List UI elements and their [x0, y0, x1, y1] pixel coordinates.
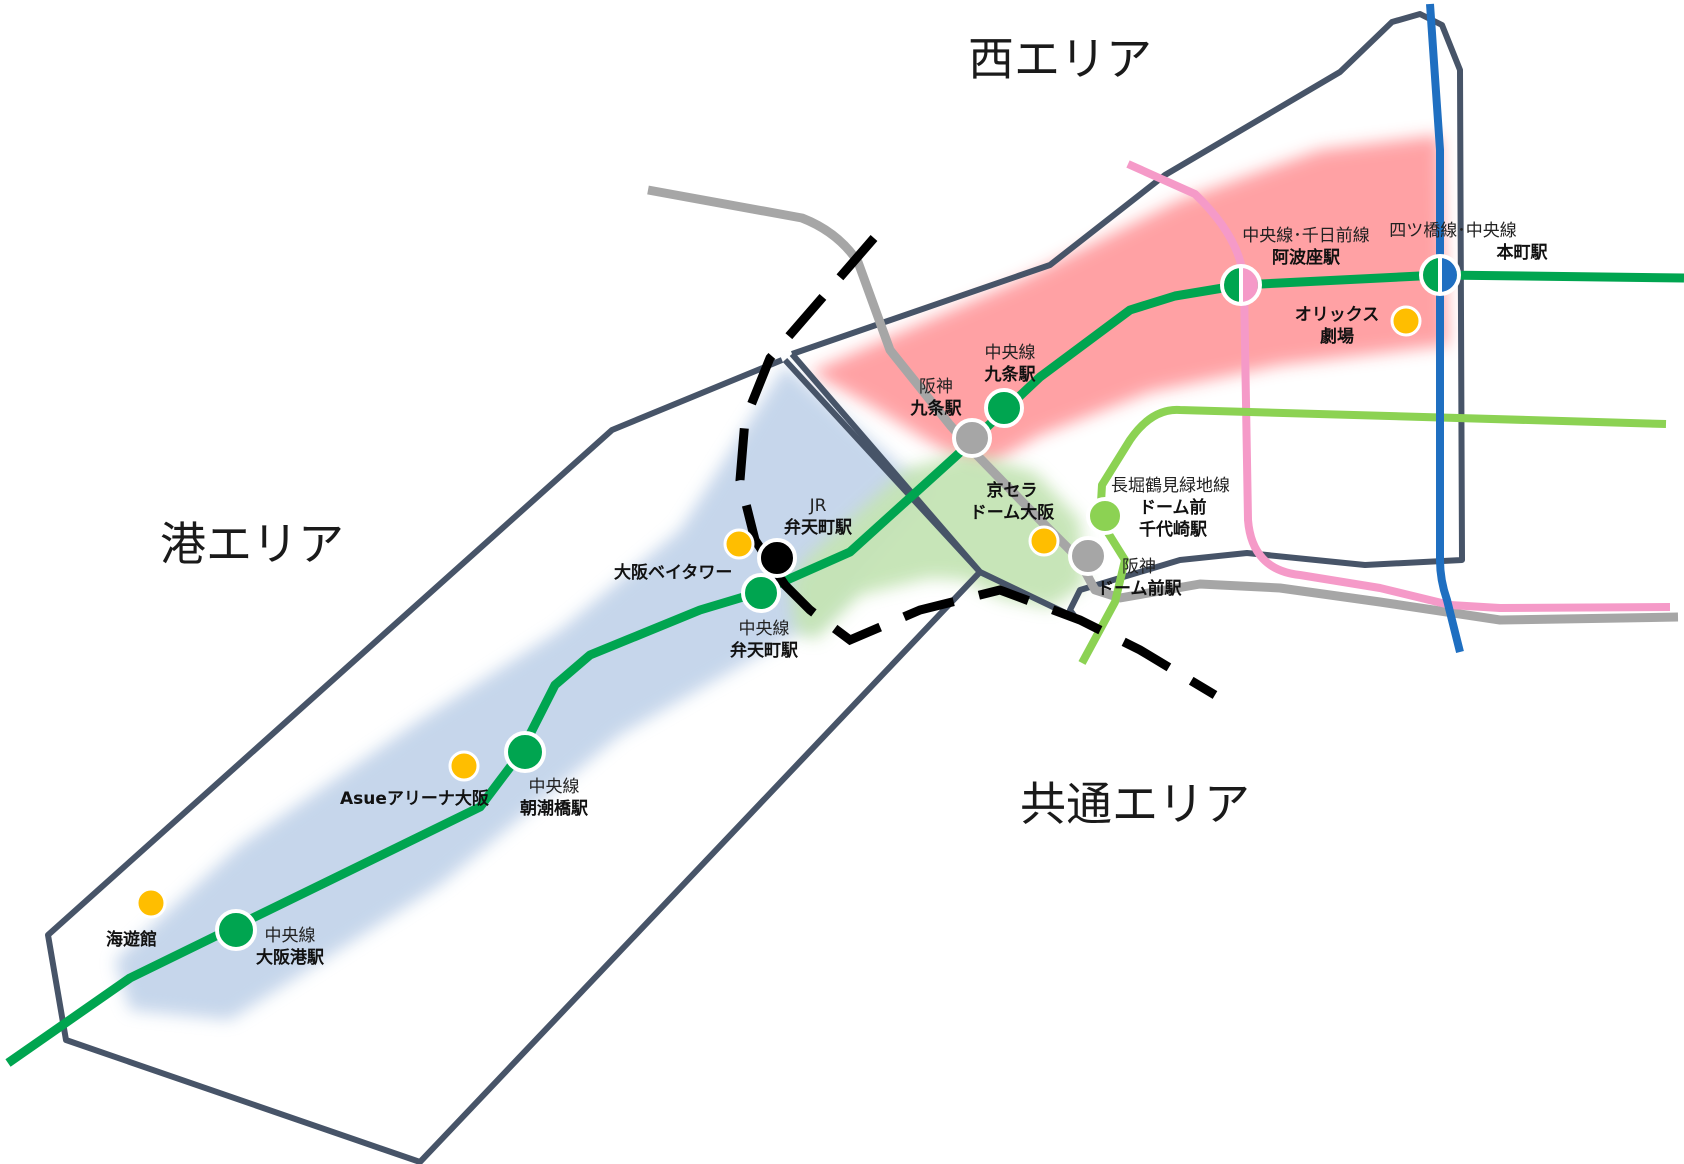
asashiobashi-name-label: 朝潮橋駅: [520, 798, 589, 819]
bentencho-chuo-name-label: 弁天町駅: [730, 640, 799, 661]
kaiyukan-spot-marker: [135, 887, 167, 919]
awaza-station-marker: [1220, 264, 1262, 306]
osakako-line-label: 中央線: [265, 926, 316, 946]
kujo-hanshin-station-marker: [952, 418, 992, 458]
bentencho-chuo-line-label: 中央線: [739, 619, 790, 639]
orix-theater-label-1: オリックス: [1295, 305, 1380, 325]
port-area-label: 港エリア: [160, 517, 344, 571]
asashiobashi-line-label: 中央線: [529, 777, 580, 797]
orix-theater-spot-marker: [1390, 305, 1422, 337]
dome-chiyozaki-station-marker: [1086, 497, 1124, 535]
dome-hanshin-line-label: 阪神: [1122, 557, 1156, 577]
bentencho-jr-line-label: JR: [809, 496, 827, 516]
asue-arena-spot-marker: [448, 750, 480, 782]
baytower-spot-marker: [723, 528, 755, 560]
asashiobashi-station-marker: [504, 731, 546, 773]
baytower-label: 大阪ベイタワー: [614, 562, 732, 583]
west-area-zone: [810, 135, 1448, 470]
bentencho-jr-name-label: 弁天町駅: [784, 517, 853, 538]
yotsubashi-line: [1426, 3, 1464, 653]
common-area-label: 共通エリア: [1020, 777, 1250, 831]
asue-arena-label: Asueアリーナ大阪: [340, 788, 489, 809]
motomachi-station-marker: [1419, 254, 1461, 296]
chuo-line: [5, 270, 1684, 1067]
awaza-line-label: 中央線･千日前線: [1242, 226, 1370, 246]
kujo-chuo-station-marker: [984, 388, 1024, 428]
kyocera-dome-label-2: ドーム大阪: [970, 502, 1055, 523]
osakako-name-label: 大阪港駅: [256, 947, 325, 968]
osakako-station-marker: [215, 909, 257, 951]
dome-hanshin-station-marker: [1068, 536, 1108, 576]
kujo-hanshin-line-label: 阪神: [919, 377, 953, 397]
bentencho-chuo-station-marker: [741, 573, 781, 613]
kyocera-dome-spot-marker: [1028, 525, 1060, 557]
orix-theater-label-2: 劇場: [1320, 326, 1354, 347]
sennichimae-line: [1126, 160, 1671, 612]
kujo-hanshin-name-label: 九条駅: [910, 398, 963, 419]
bentencho-jr-station-marker: [757, 538, 797, 578]
kyocera-dome-label-1: 京セラ: [987, 480, 1038, 501]
dome-hanshin-name-label: ドーム前駅: [1097, 578, 1182, 599]
awaza-name-label: 阿波座駅: [1272, 247, 1341, 268]
west-area-label: 西エリア: [968, 32, 1152, 86]
dome-chiyozaki-name2-label: 千代崎駅: [1139, 519, 1208, 540]
port-area-zone: [115, 365, 935, 1020]
kujo-chuo-line-label: 中央線: [985, 343, 1036, 363]
jr-boundary-dashed-line: [735, 235, 1218, 699]
motomachi-name-label: 本町駅: [1497, 242, 1549, 263]
dome-chiyozaki-name1-label: ドーム前: [1139, 497, 1207, 518]
dome-chiyozaki-line-label: 長堀鶴見緑地線: [1111, 476, 1230, 496]
kaiyukan-label: 海遊館: [106, 929, 157, 950]
kujo-chuo-name-label: 九条駅: [984, 364, 1037, 385]
motomachi-line-label: 四ツ橋線･中央線: [1389, 221, 1517, 241]
